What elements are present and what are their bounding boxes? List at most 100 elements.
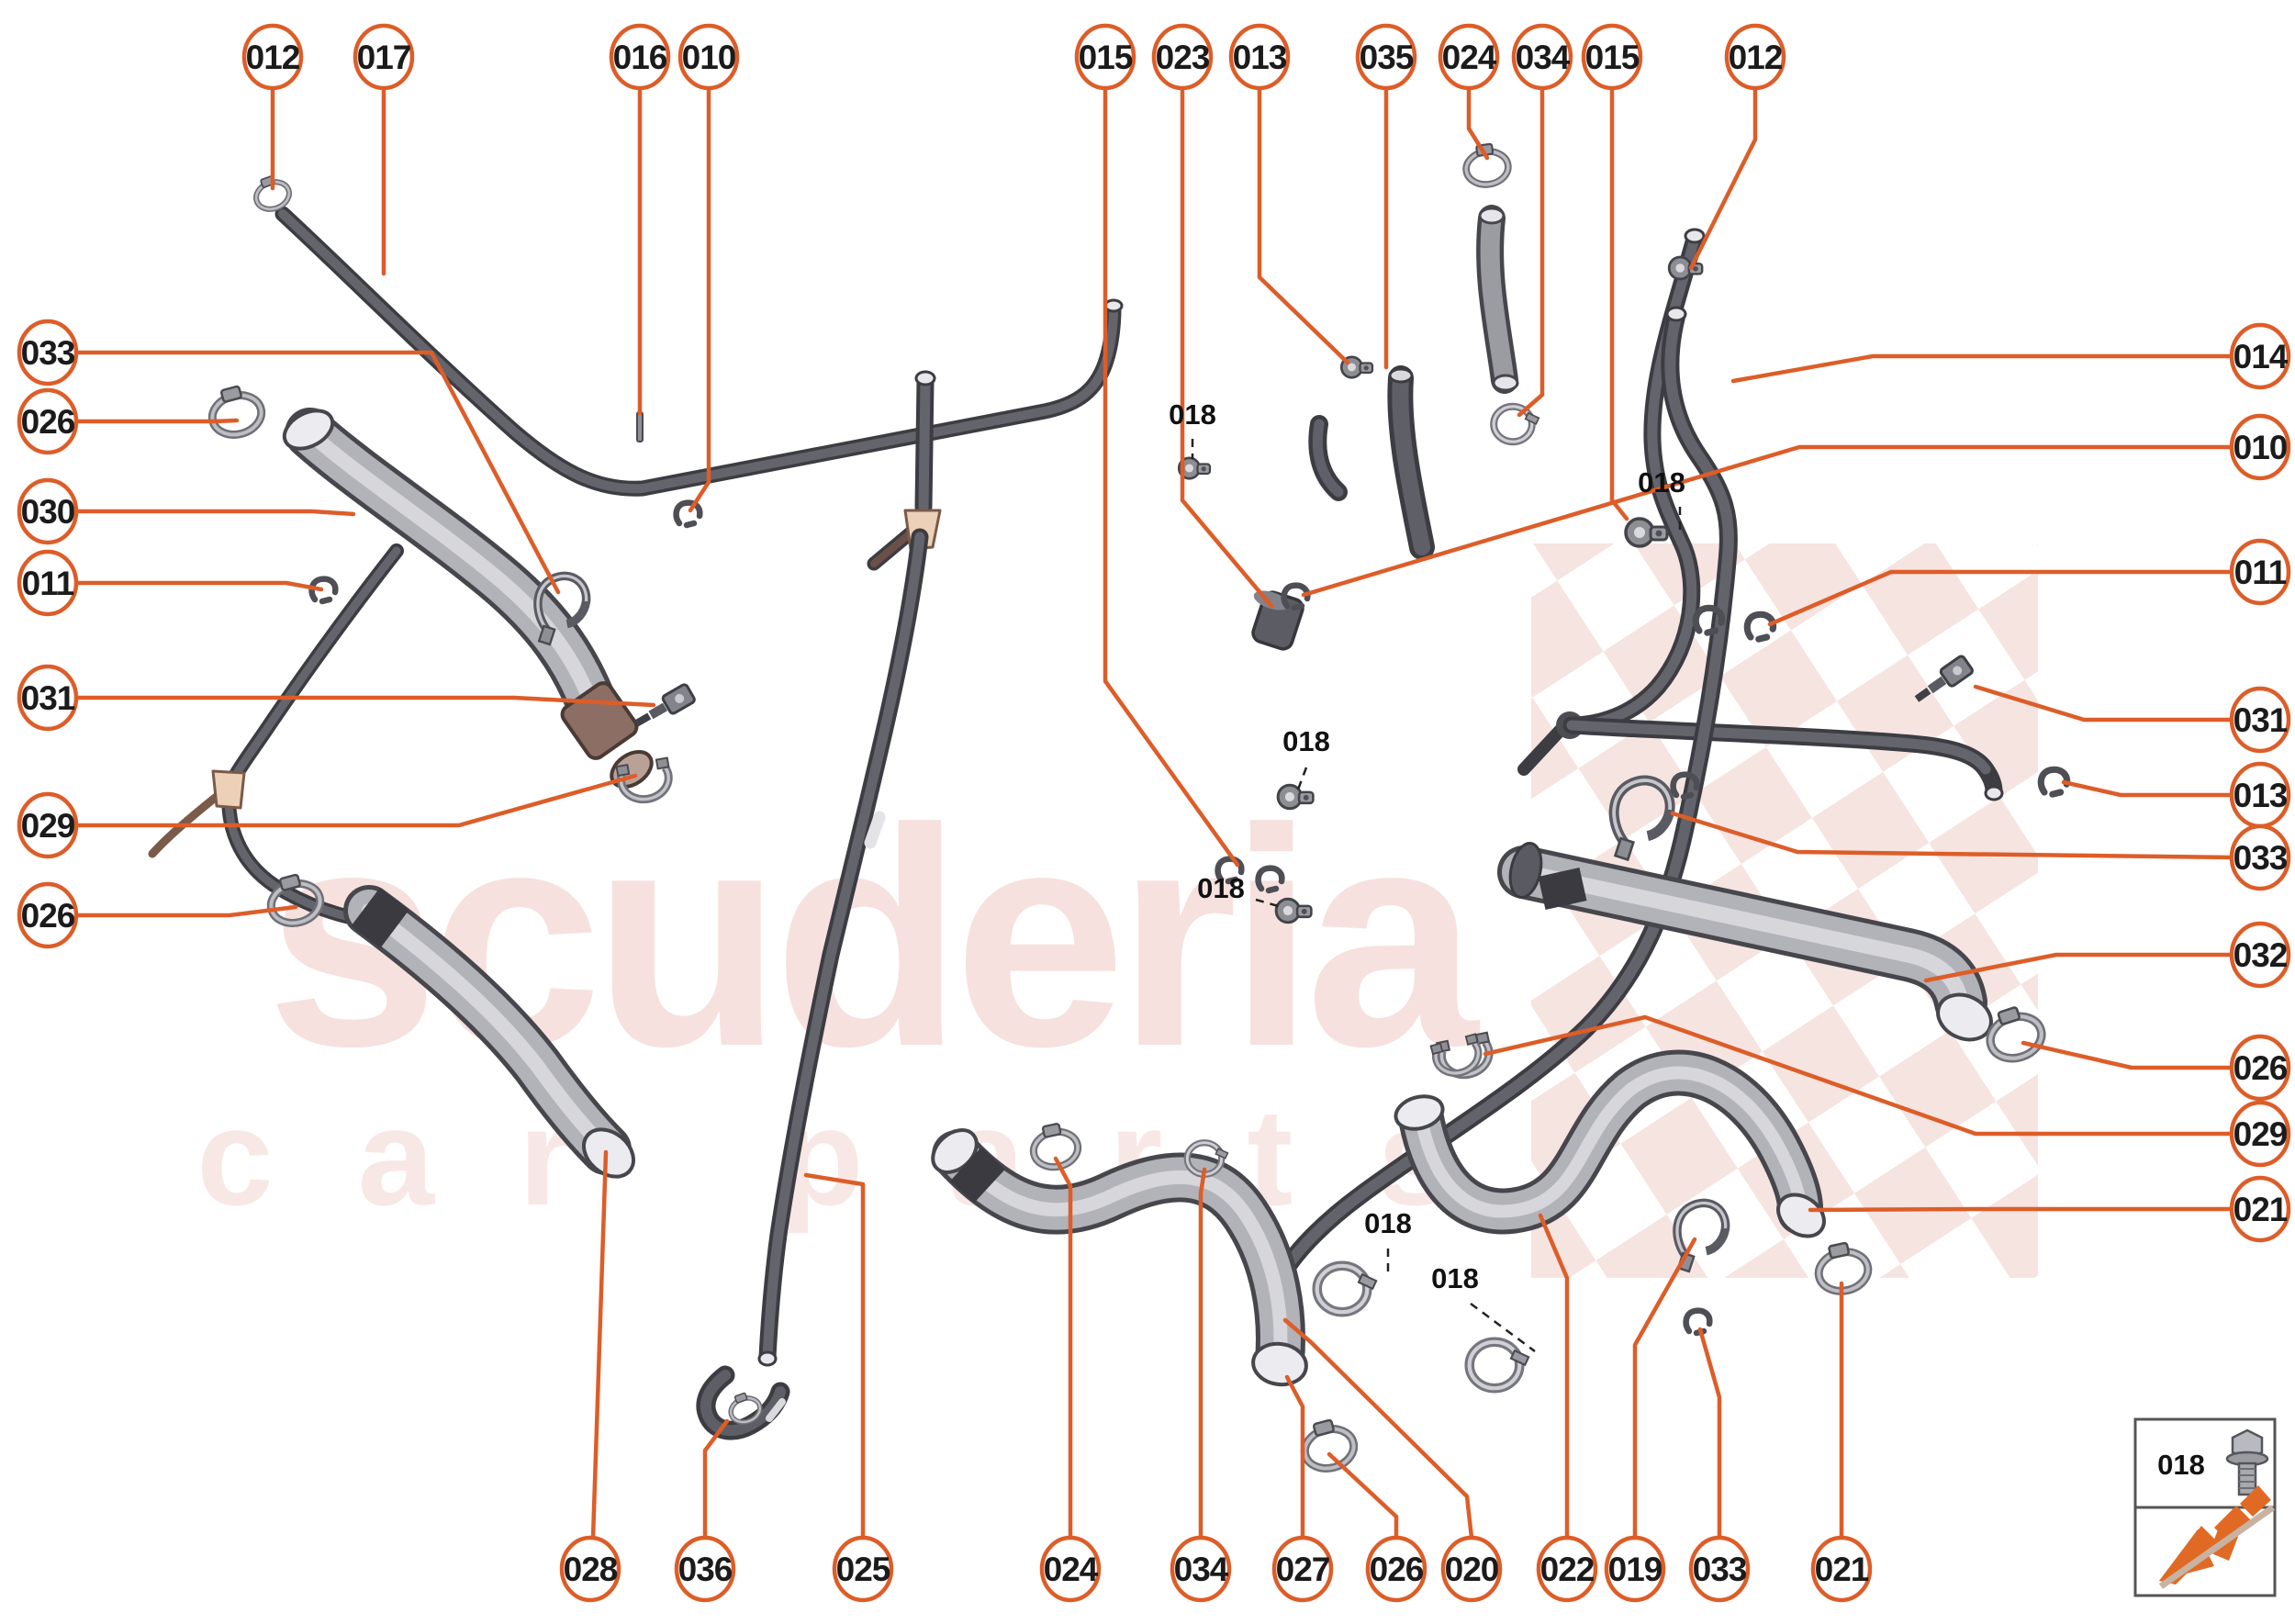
- callout-010[interactable]: 010: [2229, 413, 2291, 481]
- callout-circle: [2229, 1034, 2291, 1102]
- callout-circle: [674, 1535, 736, 1603]
- pipe-branch-left: [148, 543, 404, 927]
- callout-circle: [17, 791, 79, 859]
- callout-034[interactable]: 034: [1170, 1535, 1232, 1603]
- callout-033[interactable]: 033: [1688, 1535, 1751, 1603]
- bolt-icon: [2225, 1428, 2269, 1496]
- leader-line-012: [1688, 85, 1758, 271]
- legend-part-number: 018: [2157, 1449, 2205, 1481]
- callout-circle: [1151, 23, 1214, 91]
- leader-lines: [74, 85, 2233, 1540]
- callout-circle: [1581, 23, 1643, 91]
- callout-024[interactable]: 024: [1039, 1535, 1102, 1603]
- callout-010[interactable]: 010: [677, 23, 740, 91]
- callout-label: 033: [21, 334, 75, 372]
- callout-011[interactable]: 011: [2229, 538, 2291, 606]
- callout-label: 026: [21, 897, 75, 935]
- mount-023: [1251, 590, 1304, 651]
- bolt-label-018: 018: [1431, 1262, 1479, 1294]
- orange-arrow-icon[interactable]: [2158, 1485, 2276, 1589]
- callout-027[interactable]: 027: [1271, 1535, 1334, 1603]
- callout-label: 021: [2233, 1191, 2288, 1228]
- pipe-center-025: [757, 370, 942, 1367]
- callout-label: 027: [1276, 1551, 1330, 1588]
- bolt-label-018: 018: [1282, 725, 1330, 757]
- callout-033[interactable]: 033: [2229, 823, 2291, 891]
- callout-label: 014: [2233, 338, 2289, 375]
- leader-line-023: [1180, 85, 1274, 609]
- callout-023[interactable]: 023: [1151, 23, 1214, 91]
- callout-026[interactable]: 026: [1365, 1535, 1427, 1603]
- callout-029[interactable]: 029: [2229, 1100, 2291, 1168]
- callout-015[interactable]: 015: [1074, 23, 1136, 91]
- callout-012[interactable]: 012: [1724, 23, 1786, 91]
- callout-label: 025: [836, 1551, 890, 1588]
- callout-circle: [1228, 23, 1291, 91]
- callout-025[interactable]: 025: [832, 1535, 894, 1603]
- callout-031[interactable]: 031: [17, 664, 79, 732]
- legend-box: 018: [2133, 1417, 2277, 1597]
- leader-line-032: [1923, 952, 2233, 983]
- hose-028: [343, 885, 635, 1179]
- callout-circle: [832, 1535, 894, 1603]
- leader-line-015: [1103, 85, 1240, 868]
- leader-line-034: [1517, 85, 1545, 418]
- callout-circle: [1438, 23, 1500, 91]
- callout-circle: [1536, 1535, 1598, 1603]
- callout-label: 029: [2233, 1115, 2288, 1153]
- callout-024[interactable]: 024: [1438, 23, 1500, 91]
- callout-035[interactable]: 035: [1355, 23, 1417, 91]
- callout-label: 026: [2233, 1049, 2288, 1087]
- callout-026[interactable]: 026: [17, 881, 79, 949]
- leader-line-033: [1697, 1327, 1722, 1540]
- hose-drawings: [148, 205, 2004, 1440]
- leader-line-026: [1327, 1451, 1399, 1540]
- bolt-label-018: 018: [1638, 466, 1685, 498]
- callout-022[interactable]: 022: [1536, 1535, 1598, 1603]
- callout-033[interactable]: 033: [17, 319, 79, 386]
- leader-line-013: [2061, 779, 2233, 798]
- callout-circle: [17, 664, 79, 732]
- leader-line-029: [1483, 1014, 2233, 1137]
- callout-032[interactable]: 032: [2229, 921, 2291, 989]
- callout-circle: [677, 23, 740, 91]
- callout-label: 021: [1815, 1551, 1869, 1588]
- callout-label: 032: [2233, 936, 2288, 974]
- callout-026[interactable]: 026: [2229, 1034, 2291, 1102]
- callout-019[interactable]: 019: [1604, 1535, 1666, 1603]
- callout-029[interactable]: 029: [17, 791, 79, 859]
- callout-016[interactable]: 016: [609, 23, 671, 91]
- callout-021[interactable]: 021: [1810, 1535, 1873, 1603]
- callout-011[interactable]: 011: [17, 549, 79, 617]
- callout-012[interactable]: 012: [241, 23, 304, 91]
- callout-036[interactable]: 036: [674, 1535, 736, 1603]
- callout-circle: [1271, 1535, 1334, 1603]
- callout-034[interactable]: 034: [1511, 23, 1573, 91]
- leader-line-020: [1282, 1317, 1474, 1540]
- leader-line-011: [74, 580, 324, 592]
- callout-label: 017: [357, 39, 411, 76]
- callout-026[interactable]: 026: [17, 387, 79, 455]
- callout-030[interactable]: 030: [17, 477, 79, 545]
- callout-013[interactable]: 013: [2229, 761, 2291, 829]
- callout-circle: [17, 881, 79, 949]
- callout-020[interactable]: 020: [1440, 1535, 1503, 1603]
- callout-017[interactable]: 017: [353, 23, 415, 91]
- callout-014[interactable]: 014: [2229, 322, 2291, 390]
- bolt-dash-line: [1296, 767, 1308, 790]
- callout-label: 011: [22, 565, 74, 602]
- callout-label: 010: [682, 39, 736, 76]
- leader-line-022: [1538, 1213, 1570, 1540]
- callout-label: 010: [2233, 429, 2288, 466]
- callout-015[interactable]: 015: [1581, 23, 1643, 91]
- bolt-label-018: 018: [1169, 398, 1216, 431]
- callout-013[interactable]: 013: [1228, 23, 1291, 91]
- hose-036: [696, 1365, 790, 1440]
- callout-label: 028: [564, 1551, 618, 1588]
- callout-028[interactable]: 028: [559, 1535, 621, 1603]
- callout-021[interactable]: 021: [2229, 1175, 2291, 1243]
- callout-031[interactable]: 031: [2229, 686, 2291, 754]
- callout-label: 011: [2234, 554, 2287, 591]
